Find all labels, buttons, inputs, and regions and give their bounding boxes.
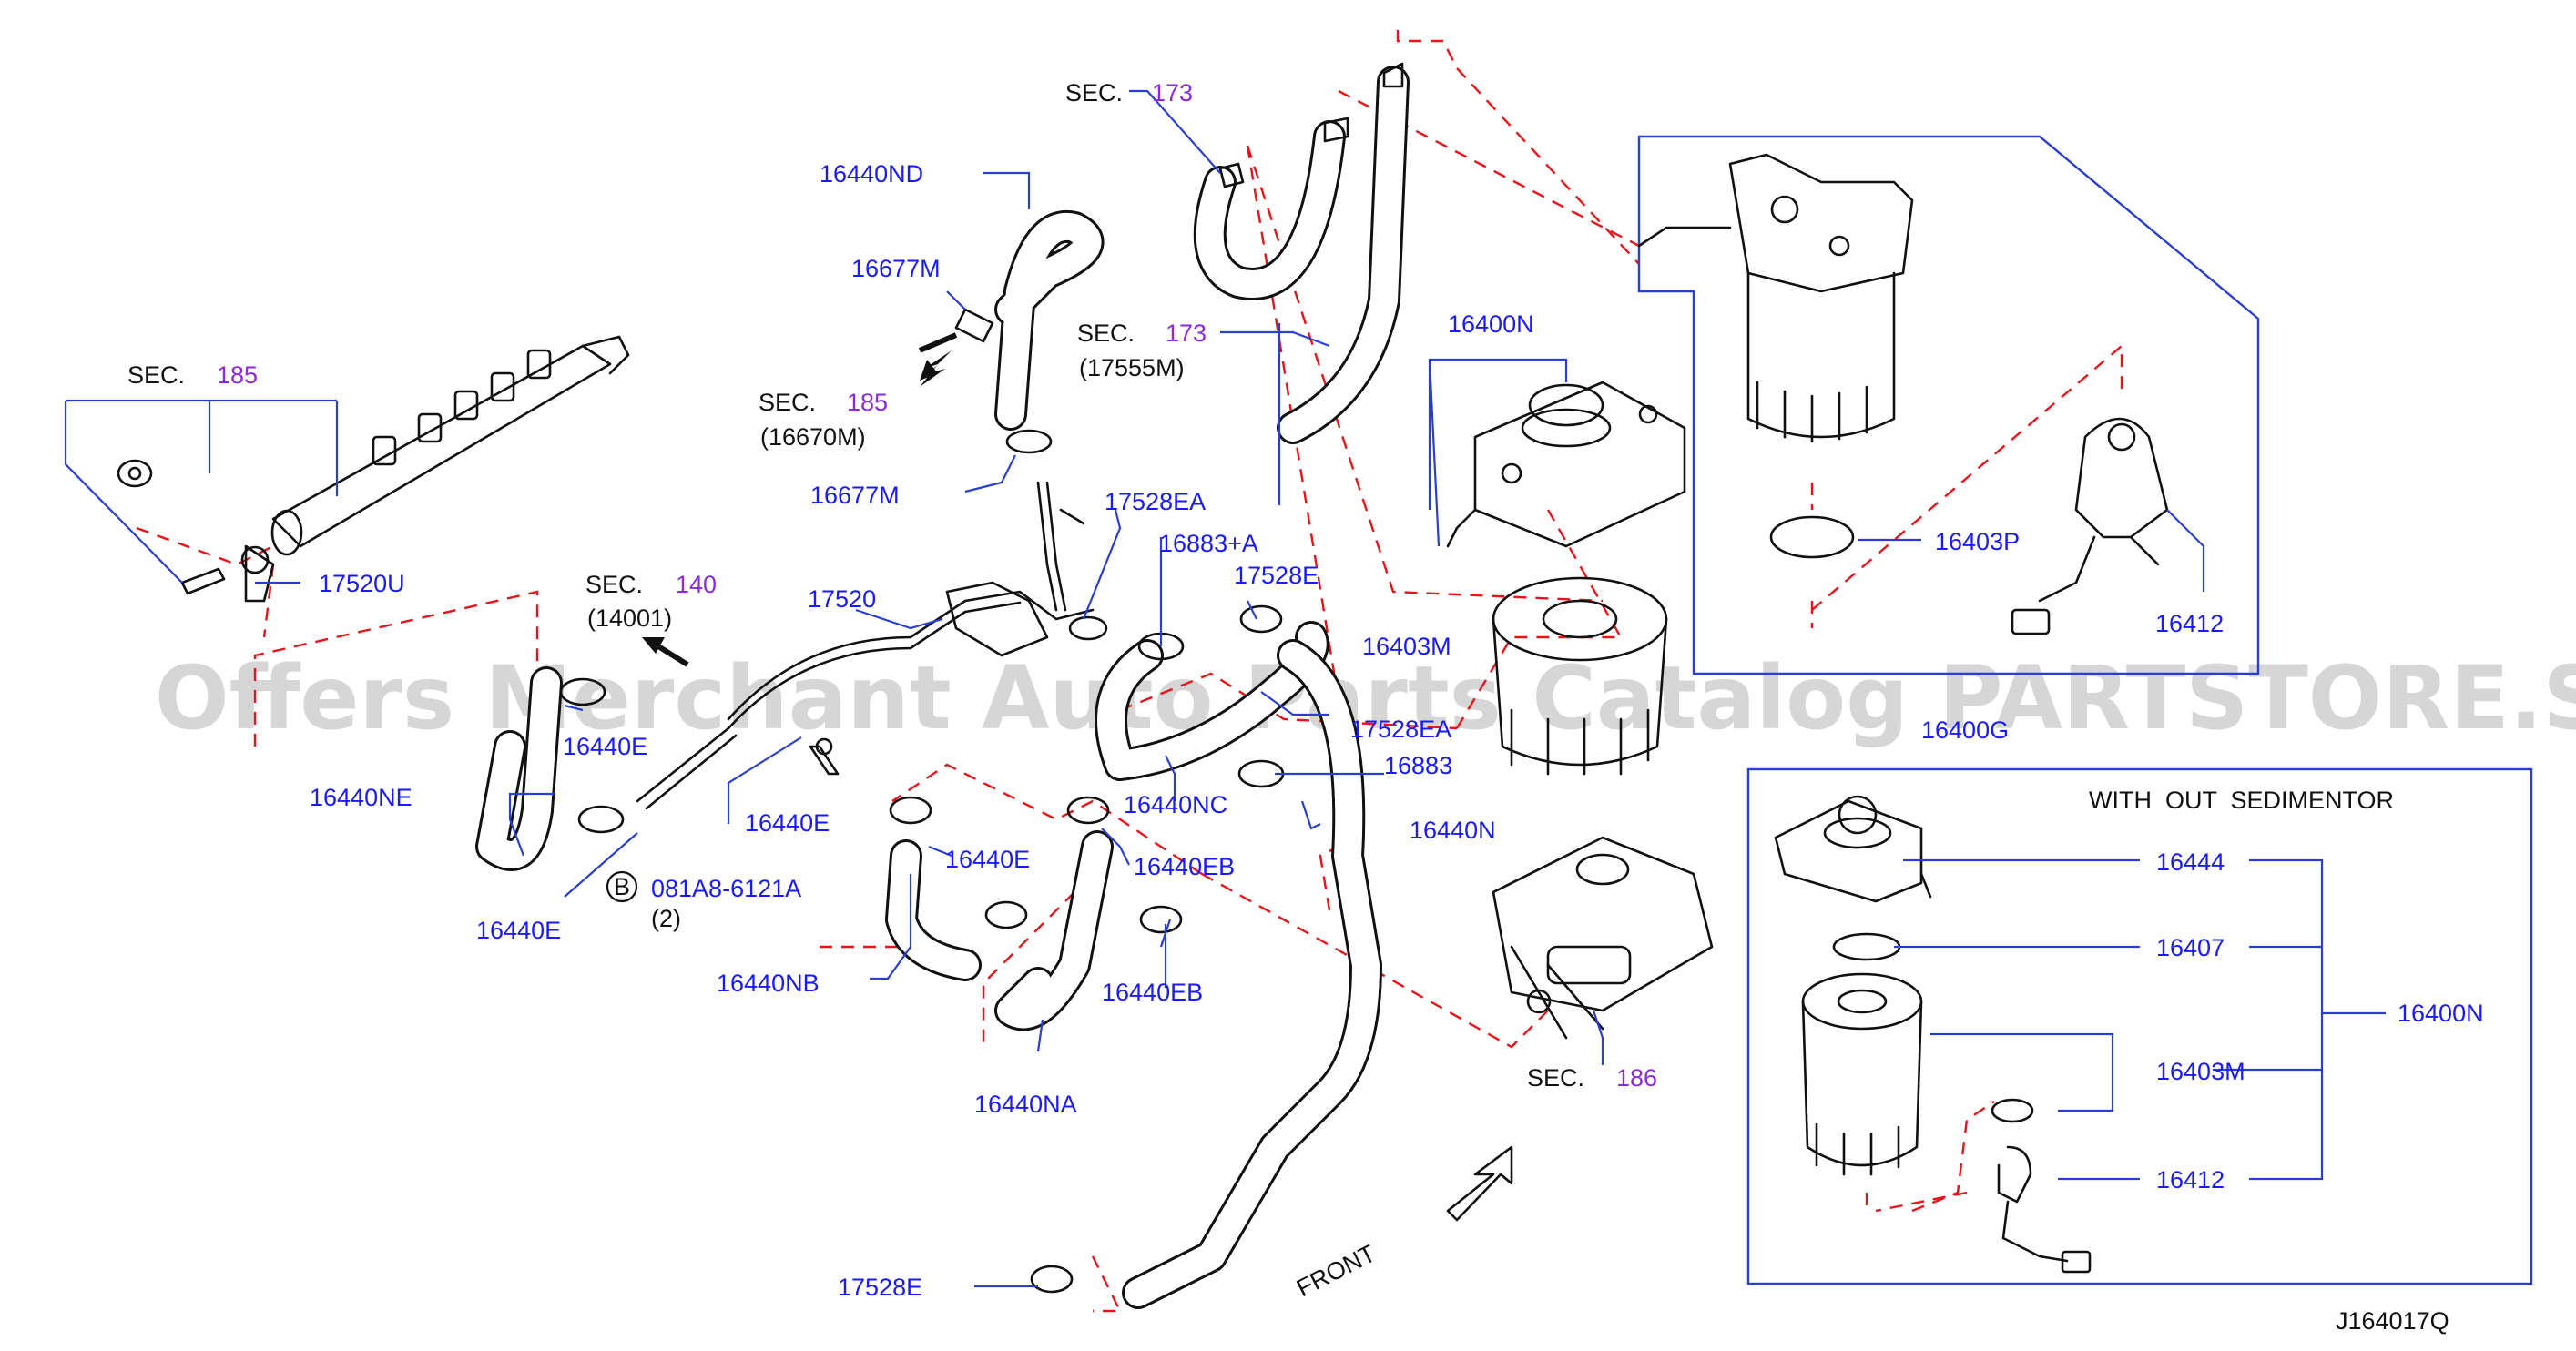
label-16440ND[interactable]: 16440ND (820, 160, 923, 188)
label-17528EA-upper[interactable]: 17528EA (1105, 488, 1206, 515)
label-17520U[interactable]: 17520U (319, 570, 405, 597)
label-16440E-3[interactable]: 16440E (945, 846, 1030, 873)
label-16403M-middle[interactable]: 16403M (1362, 633, 1451, 660)
sec-186-number[interactable]: 186 (1616, 1064, 1657, 1092)
label-16677M-lower[interactable]: 16677M (810, 482, 900, 509)
without-sedimentor-box (1746, 767, 2533, 1285)
label-16440E-1[interactable]: 16440E (563, 733, 647, 760)
hose-16440ND (994, 209, 1105, 431)
label-16403P[interactable]: 16403P (1935, 528, 2020, 555)
sec-173-number-2[interactable]: 173 (1166, 320, 1207, 347)
label-16440N[interactable]: 16440N (1410, 817, 1496, 844)
sec-186-prefix: SEC. (1527, 1064, 1584, 1092)
label-081A8-6121A[interactable]: 081A8-6121A (651, 875, 801, 902)
direction-arrows (642, 332, 958, 667)
bolt-badge-letter: B (614, 873, 630, 900)
diagram-id: J164017Q (2336, 1307, 2449, 1335)
label-16407[interactable]: 16407 (2156, 934, 2225, 961)
hose-16440NB (885, 839, 982, 981)
label-16412-upper[interactable]: 16412 (2155, 610, 2224, 637)
filter-cartridge-16403M (1492, 576, 1668, 776)
leader-lines (64, 89, 2386, 1288)
hose-16440N (1122, 639, 1382, 1309)
label-16403M-lower[interactable]: 16403M (2156, 1058, 2245, 1085)
label-16400N-upper[interactable]: 16400N (1448, 310, 1534, 338)
label-16400G[interactable]: 16400G (1921, 716, 2009, 744)
label-16444[interactable]: 16444 (2156, 848, 2225, 876)
sec-173-prefix: SEC. (1065, 79, 1123, 107)
label-16883[interactable]: 16883 (1384, 752, 1452, 779)
label-16440NB[interactable]: 16440NB (717, 970, 820, 997)
sec-185-prefix-2: SEC. (759, 389, 816, 416)
label-16440E-4[interactable]: 16440E (476, 917, 561, 944)
sec-173-sub: (17555M) (1079, 354, 1185, 381)
label-16440NC[interactable]: 16440NC (1124, 791, 1227, 818)
label-16883-plus-A[interactable]: 16883+A (1159, 530, 1258, 557)
sec-173-number[interactable]: 173 (1152, 79, 1193, 107)
fuel-rail-drawing (117, 335, 630, 603)
label-17528E-upper[interactable]: 17528E (1234, 562, 1319, 589)
label-17528EA-lower[interactable]: 17528EA (1350, 716, 1451, 743)
sec-140-prefix: SEC. (585, 571, 643, 598)
label-16412-lower[interactable]: 16412 (2156, 1166, 2225, 1194)
assembly-16400G-bracket (1637, 135, 2260, 676)
label-17528E-lower[interactable]: 17528E (838, 1274, 922, 1301)
label-16440NA[interactable]: 16440NA (974, 1091, 1077, 1118)
sedimentor-filter-assembly (1637, 153, 2169, 635)
bolt-b-badge (606, 870, 638, 903)
hose-16440NA (994, 830, 1114, 1031)
label-17520[interactable]: 17520 (808, 585, 876, 613)
sec-140-sub: (14001) (587, 604, 672, 632)
label-16440NE[interactable]: 16440NE (310, 784, 412, 811)
without-sedimentor-title: WITH OUT SEDIMENTOR (2089, 787, 2394, 814)
label-16400N-lower[interactable]: 16400N (2398, 1000, 2484, 1027)
filter-head-16400N-upper (1446, 381, 1686, 548)
bolt-quantity: (2) (651, 905, 681, 932)
label-16440EB-upper[interactable]: 16440EB (1134, 853, 1235, 880)
sec-185-prefix: SEC. (127, 361, 185, 389)
label-16677M-upper[interactable]: 16677M (851, 255, 941, 282)
sec-185-number-2[interactable]: 185 (847, 389, 888, 416)
sec-140-number[interactable]: 140 (676, 571, 717, 598)
label-16440E-2[interactable]: 16440E (745, 809, 830, 837)
front-label: FRONT (1292, 1239, 1380, 1302)
sec-185-number[interactable]: 185 (217, 361, 258, 389)
sec-173-prefix-2: SEC. (1077, 320, 1135, 347)
filter-head-sec186 (1492, 836, 1714, 1040)
sec-185-sub: (16670M) (760, 423, 866, 451)
front-arrow-icon (1446, 1145, 1513, 1222)
label-16440EB-lower[interactable]: 16440EB (1102, 979, 1203, 1006)
tube-17520 (636, 481, 1095, 810)
hose-sec173 (1193, 66, 1410, 444)
without-sedimentor-parts (1774, 795, 2092, 1274)
